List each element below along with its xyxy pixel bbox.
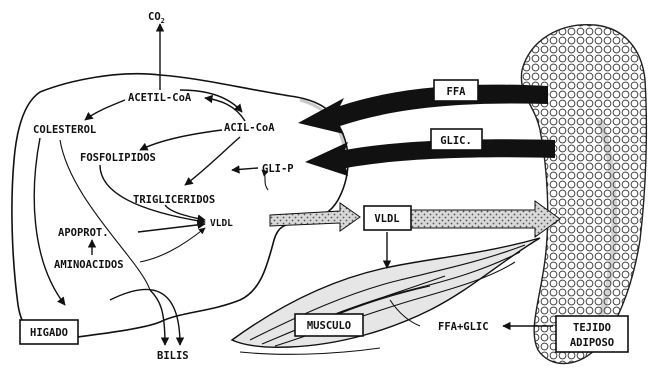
apoprot-label: APOPROT.	[58, 227, 109, 239]
svg-text:MUSCULO: MUSCULO	[307, 320, 351, 332]
tejido-adiposo-box: TEJIDO ADIPOSO	[556, 316, 628, 352]
gli-p-label: GLI-P	[262, 163, 294, 175]
svg-text:VLDL: VLDL	[374, 213, 399, 225]
fosfolipidos-label: FOSFOLIPIDOS	[80, 152, 156, 164]
ffa-box: FFA	[434, 80, 478, 101]
svg-text:ADIPOSO: ADIPOSO	[570, 337, 614, 349]
bilis-label: BILIS	[157, 350, 189, 362]
svg-text:FFA: FFA	[447, 86, 467, 98]
svg-text:HIGADO: HIGADO	[30, 327, 68, 339]
colesterol-label: COLESTEROL	[33, 124, 96, 136]
co2-label: CO2	[148, 11, 165, 25]
ffa-glic-label: FFA+GLIC	[438, 321, 489, 333]
muscle-graphic	[232, 238, 540, 354]
acil-coa-label: ACIL-CoA	[224, 122, 275, 134]
glic-box: GLIC.	[431, 129, 482, 150]
svg-text:TEJIDO: TEJIDO	[573, 322, 611, 334]
vldl-arrow-box-to-adipose	[410, 201, 560, 237]
vldl-box: VLDL	[364, 206, 411, 230]
svg-text:GLIC.: GLIC.	[440, 135, 472, 147]
vldl-inner-label: VLDL	[210, 218, 233, 229]
adipose-tissue-shape	[521, 25, 646, 364]
acetil-coa-label: ACETIL-CoA	[128, 92, 192, 104]
trigliceridos-label: TRIGLICERIDOS	[133, 194, 215, 206]
glic-flow-arrow	[305, 139, 555, 176]
aminoacidos-label: AMINOACIDOS	[54, 259, 124, 271]
musculo-box: MUSCULO	[295, 314, 363, 336]
higado-box: HIGADO	[20, 320, 78, 344]
ffa-flow-arrow	[298, 85, 548, 134]
